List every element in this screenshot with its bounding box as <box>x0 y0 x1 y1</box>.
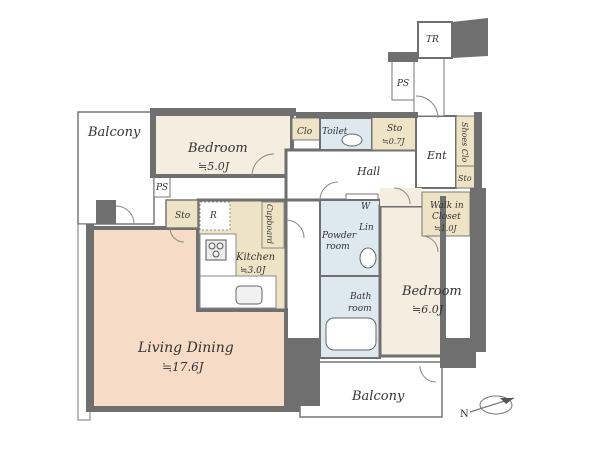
wall-living-left <box>86 224 94 410</box>
label-sto-top: Sto <box>387 124 403 134</box>
bedroom-right-extension <box>380 188 422 206</box>
label-walk-in-size: ≒1.0J <box>434 224 457 233</box>
powder-room-floor <box>319 199 381 277</box>
stove-burner-icon <box>216 242 224 250</box>
toilet-icon <box>341 133 363 147</box>
label-hall: Hall <box>356 165 381 178</box>
wall-right <box>440 196 446 342</box>
label-bedroom-right: Bedroom <box>401 284 462 299</box>
refrigerator-space <box>199 201 231 231</box>
door-powder <box>319 181 339 201</box>
column-top-left <box>96 200 116 224</box>
entrance-floor <box>415 115 457 189</box>
stove-burner-icon <box>212 250 220 258</box>
label-walk-in-1: Walk in <box>430 201 464 211</box>
label-kitchen-size: ≒3.0J <box>240 266 267 276</box>
label-living-size: ≒17.6J <box>162 360 205 374</box>
walk-in-closet-wall <box>470 188 486 352</box>
label-ent: Ent <box>426 149 447 162</box>
label-compass: N <box>460 409 469 420</box>
door-walk-in <box>421 235 439 253</box>
label-tr: TR <box>426 35 439 45</box>
door-bedroom-left <box>251 153 275 177</box>
balcony-bottom-floor <box>299 361 443 418</box>
stove-burner-icon <box>208 242 216 250</box>
label-toilet: Toilet <box>322 127 348 137</box>
door-kitchen <box>285 219 305 239</box>
label-shoes-clo: Shoes Clo <box>460 122 469 163</box>
label-living: Living Dining <box>137 340 234 356</box>
label-sto-left: Sto <box>175 211 191 221</box>
label-powder-2: room <box>326 242 350 252</box>
tr-wall <box>452 18 488 58</box>
door-sto-left <box>169 227 185 243</box>
door-bedroom-right <box>393 187 411 205</box>
label-bedroom-right-size: ≒6.0J <box>412 303 444 316</box>
label-r: R <box>209 211 217 221</box>
column-bottom-mid <box>286 338 320 406</box>
outer-wall-left-bedroom <box>150 108 156 178</box>
tr-floor <box>417 21 453 59</box>
label-lin: Lin <box>358 223 374 233</box>
label-bedroom-left: Bedroom <box>187 141 248 156</box>
label-ps-left: PS <box>155 183 168 193</box>
label-bedroom-left-size: ≒5.0J <box>198 160 230 173</box>
column-bottom-right <box>440 338 476 368</box>
corridor-top <box>413 57 445 117</box>
label-walk-in-2: Closet <box>432 212 461 222</box>
label-sto-ent: Sto <box>458 174 472 183</box>
stove-icon <box>205 239 227 261</box>
door-balcony-right <box>419 365 437 383</box>
sink-icon <box>235 285 263 305</box>
wall-living-bottom <box>86 406 300 412</box>
label-balcony-bottom: Balcony <box>351 389 405 404</box>
washbasin-icon <box>359 247 377 269</box>
label-balcony-left: Balcony <box>87 125 141 140</box>
cupboard-floor <box>261 201 285 249</box>
label-bath-1: Bath <box>349 292 371 302</box>
label-ps-top: PS <box>396 79 409 89</box>
sto-left-floor <box>165 199 199 229</box>
label-kitchen: Kitchen <box>235 252 275 263</box>
wall-toilet-top <box>296 112 418 118</box>
ps-top-wall <box>388 52 418 62</box>
door-balcony-left <box>115 205 135 225</box>
label-bath-2: room <box>348 304 372 314</box>
wall-ent-right <box>474 112 482 188</box>
label-powder-1: Powder <box>321 231 357 241</box>
bathtub-icon <box>325 317 377 351</box>
outer-wall-top <box>150 108 296 116</box>
label-cupboard: Cupboard <box>265 204 274 244</box>
compass-icon <box>469 395 515 415</box>
label-sto-top-size: ≒0.7J <box>382 137 405 146</box>
label-clo: Clo <box>297 127 313 137</box>
door-entrance <box>415 95 439 119</box>
label-w: W <box>361 202 371 212</box>
